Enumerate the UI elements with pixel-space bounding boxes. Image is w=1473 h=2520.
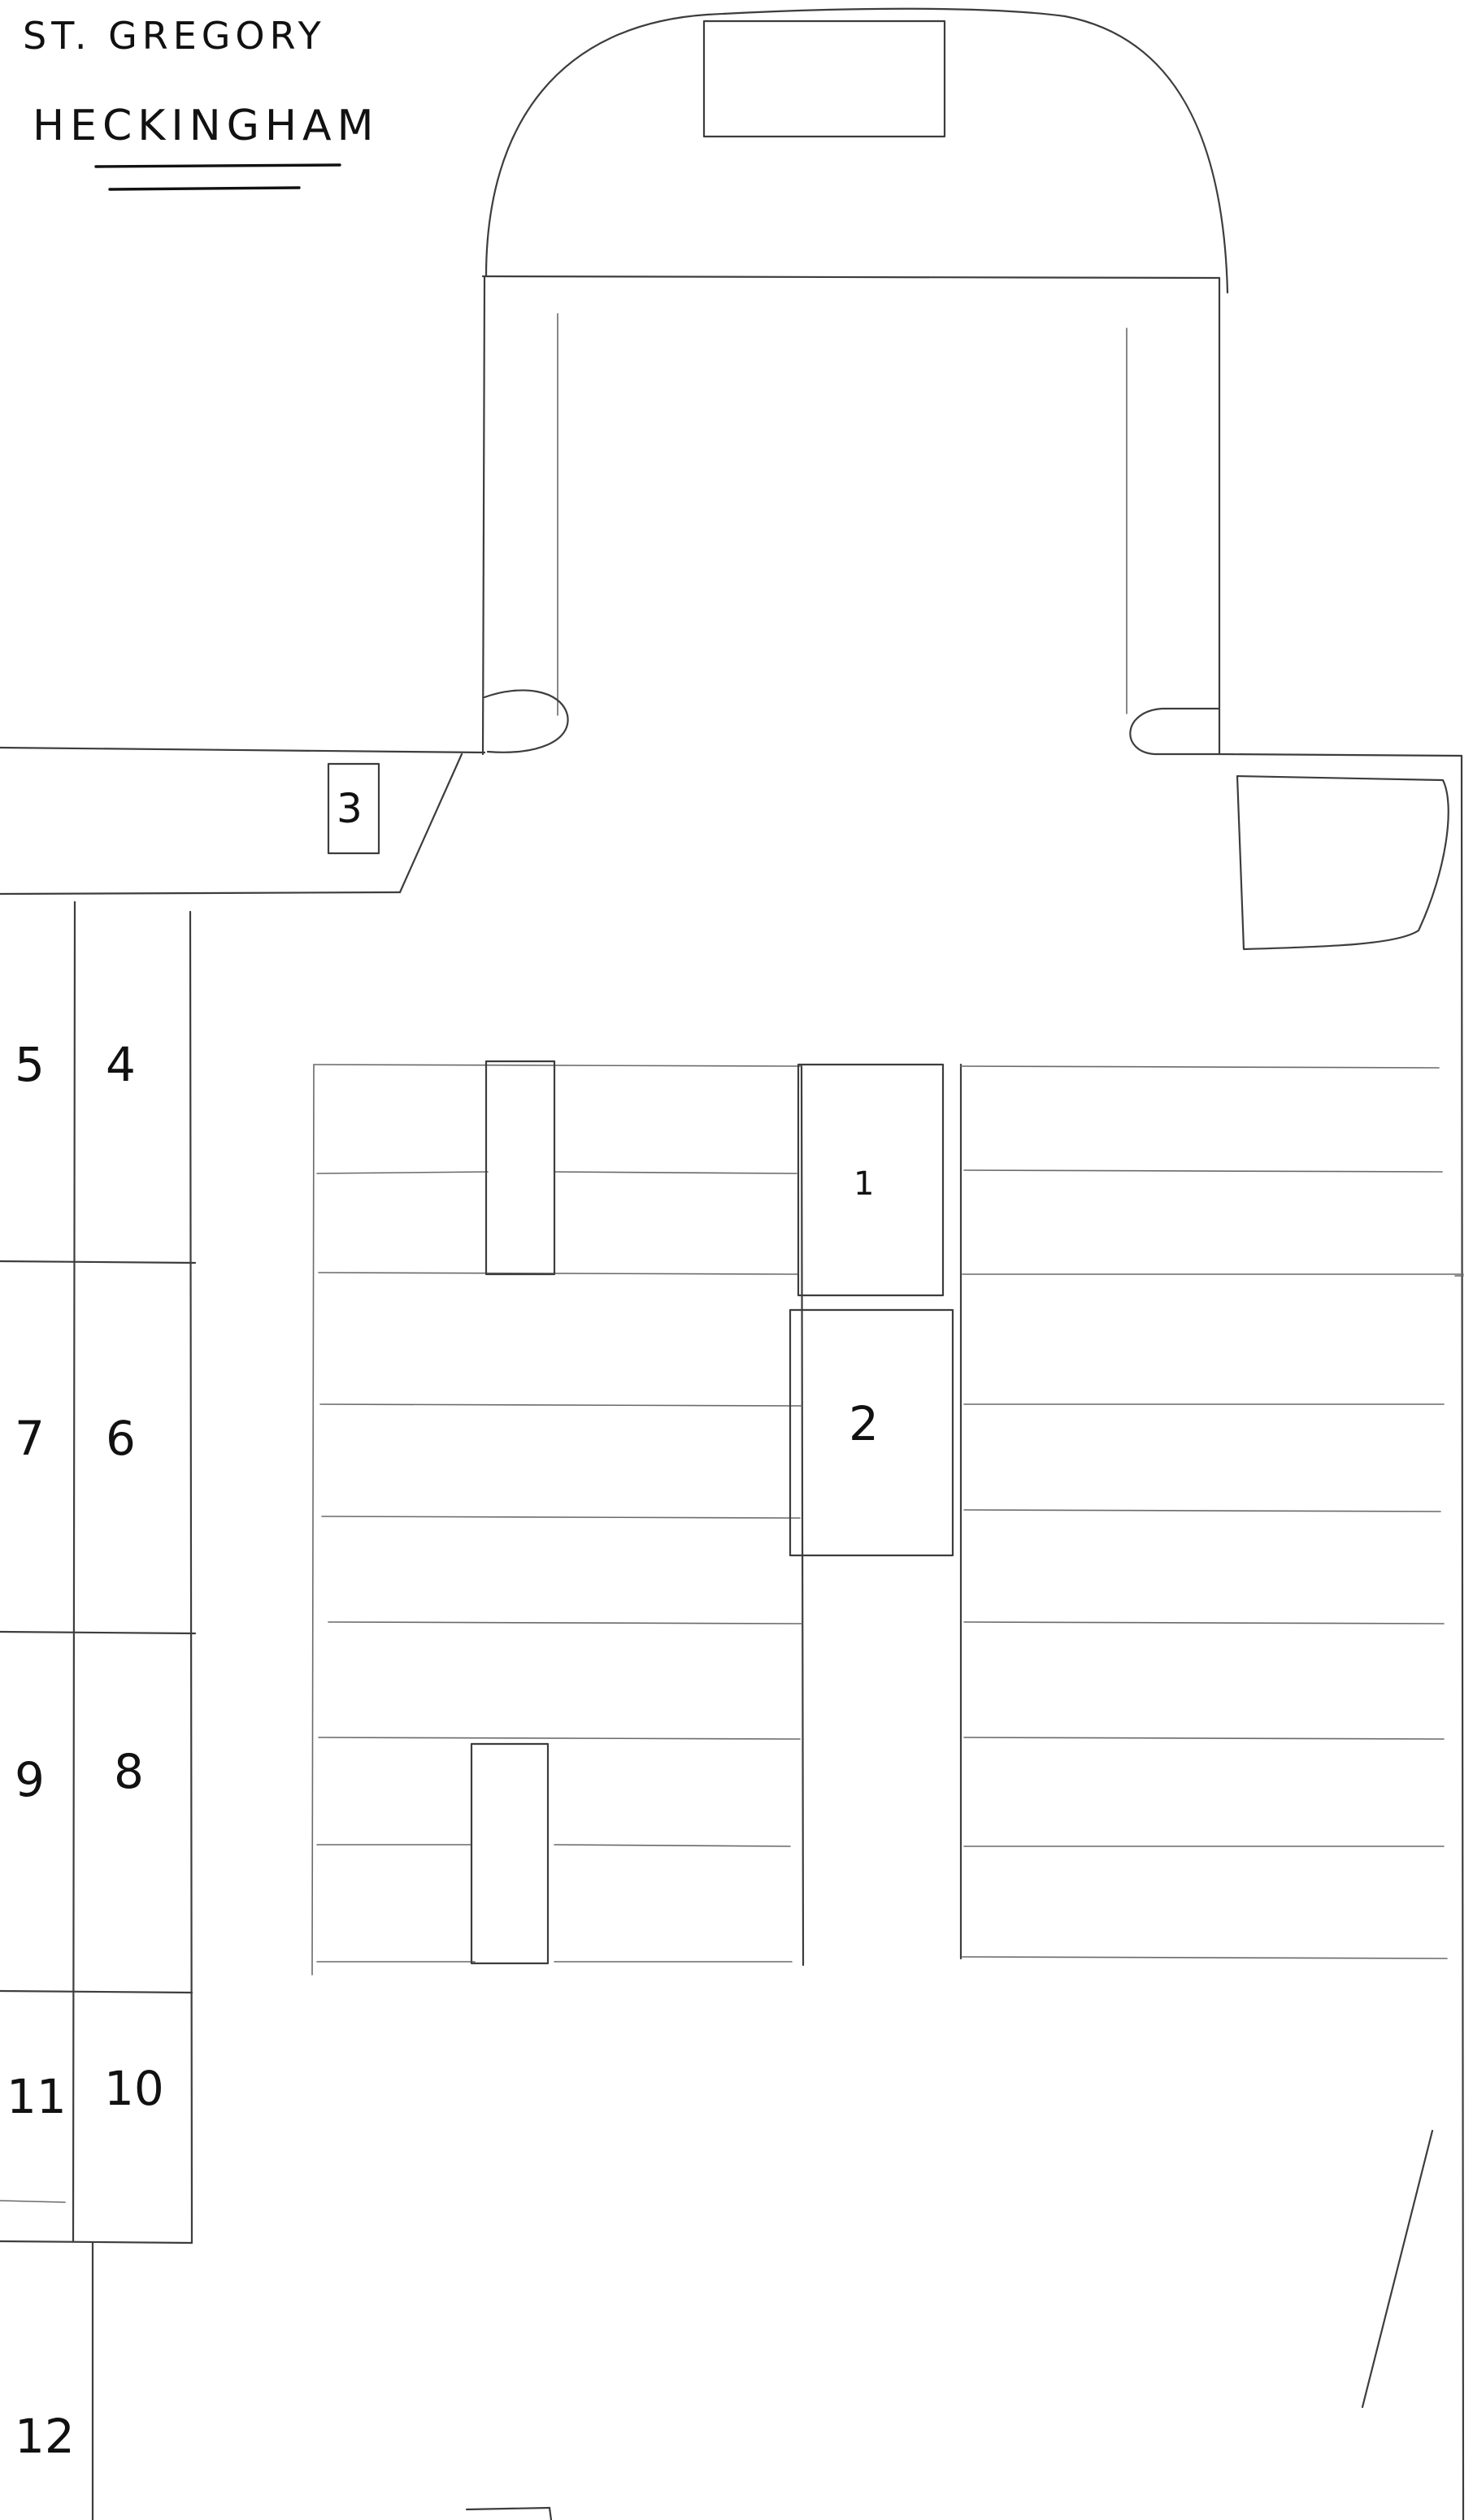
area-2-box bbox=[789, 1308, 954, 1557]
nave-north-wall-top bbox=[0, 746, 486, 754]
apse-outline bbox=[484, 7, 1229, 294]
area-label-9: 9 bbox=[15, 1752, 45, 1807]
west-door-side bbox=[548, 2506, 553, 2520]
north-aisle-divide-3 bbox=[0, 1989, 193, 1994]
chancel-arch-north bbox=[483, 689, 569, 753]
area-1-box bbox=[797, 1063, 945, 1297]
area-label-8: 8 bbox=[114, 1744, 144, 1799]
title-line-1: ST. GREGORY bbox=[23, 14, 326, 58]
north-aisle-line-b bbox=[189, 910, 193, 2245]
area-label-10: 10 bbox=[104, 2061, 164, 2116]
area-label-4: 4 bbox=[106, 1037, 136, 1092]
north-pew-block bbox=[311, 1060, 805, 1976]
area-label-5: 5 bbox=[15, 1037, 45, 1092]
altar bbox=[702, 20, 946, 138]
apse-chancel-divide bbox=[481, 275, 1221, 280]
area-label-1: 1 bbox=[854, 1165, 874, 1203]
title-line-2: HECKINGHAM bbox=[33, 102, 379, 150]
area-3-box bbox=[327, 762, 380, 855]
area-label-3: 3 bbox=[337, 785, 363, 832]
west-diagonal bbox=[1361, 2129, 1434, 2409]
north-aisle-divide-1 bbox=[0, 1260, 197, 1264]
nave-south-wall bbox=[1460, 754, 1465, 2520]
south-pew-block bbox=[959, 1063, 1464, 1960]
north-aisle-bottom bbox=[0, 2240, 193, 2245]
title-underline-2 bbox=[108, 186, 301, 191]
south-east-feature bbox=[1236, 774, 1449, 951]
area-label-12: 12 bbox=[15, 2409, 75, 2464]
north-aisle-divide-2 bbox=[0, 1630, 197, 1635]
chancel-wall-north-outer bbox=[481, 275, 486, 756]
area-label-6: 6 bbox=[106, 1411, 136, 1466]
area-label-2: 2 bbox=[849, 1396, 879, 1451]
west-door-mark bbox=[465, 2506, 551, 2511]
north-chapel-bottom bbox=[0, 891, 402, 896]
north-aisle-line-a bbox=[72, 900, 76, 2243]
area-label-11: 11 bbox=[7, 2069, 67, 2124]
nave-south-wall-top bbox=[1218, 753, 1463, 757]
chancel-arch-south bbox=[1129, 707, 1221, 756]
title-underline-1 bbox=[94, 163, 341, 168]
north-aisle-small-line bbox=[0, 2200, 66, 2203]
north-chapel-diagonal bbox=[398, 753, 463, 894]
area-label-7: 7 bbox=[15, 1411, 45, 1466]
